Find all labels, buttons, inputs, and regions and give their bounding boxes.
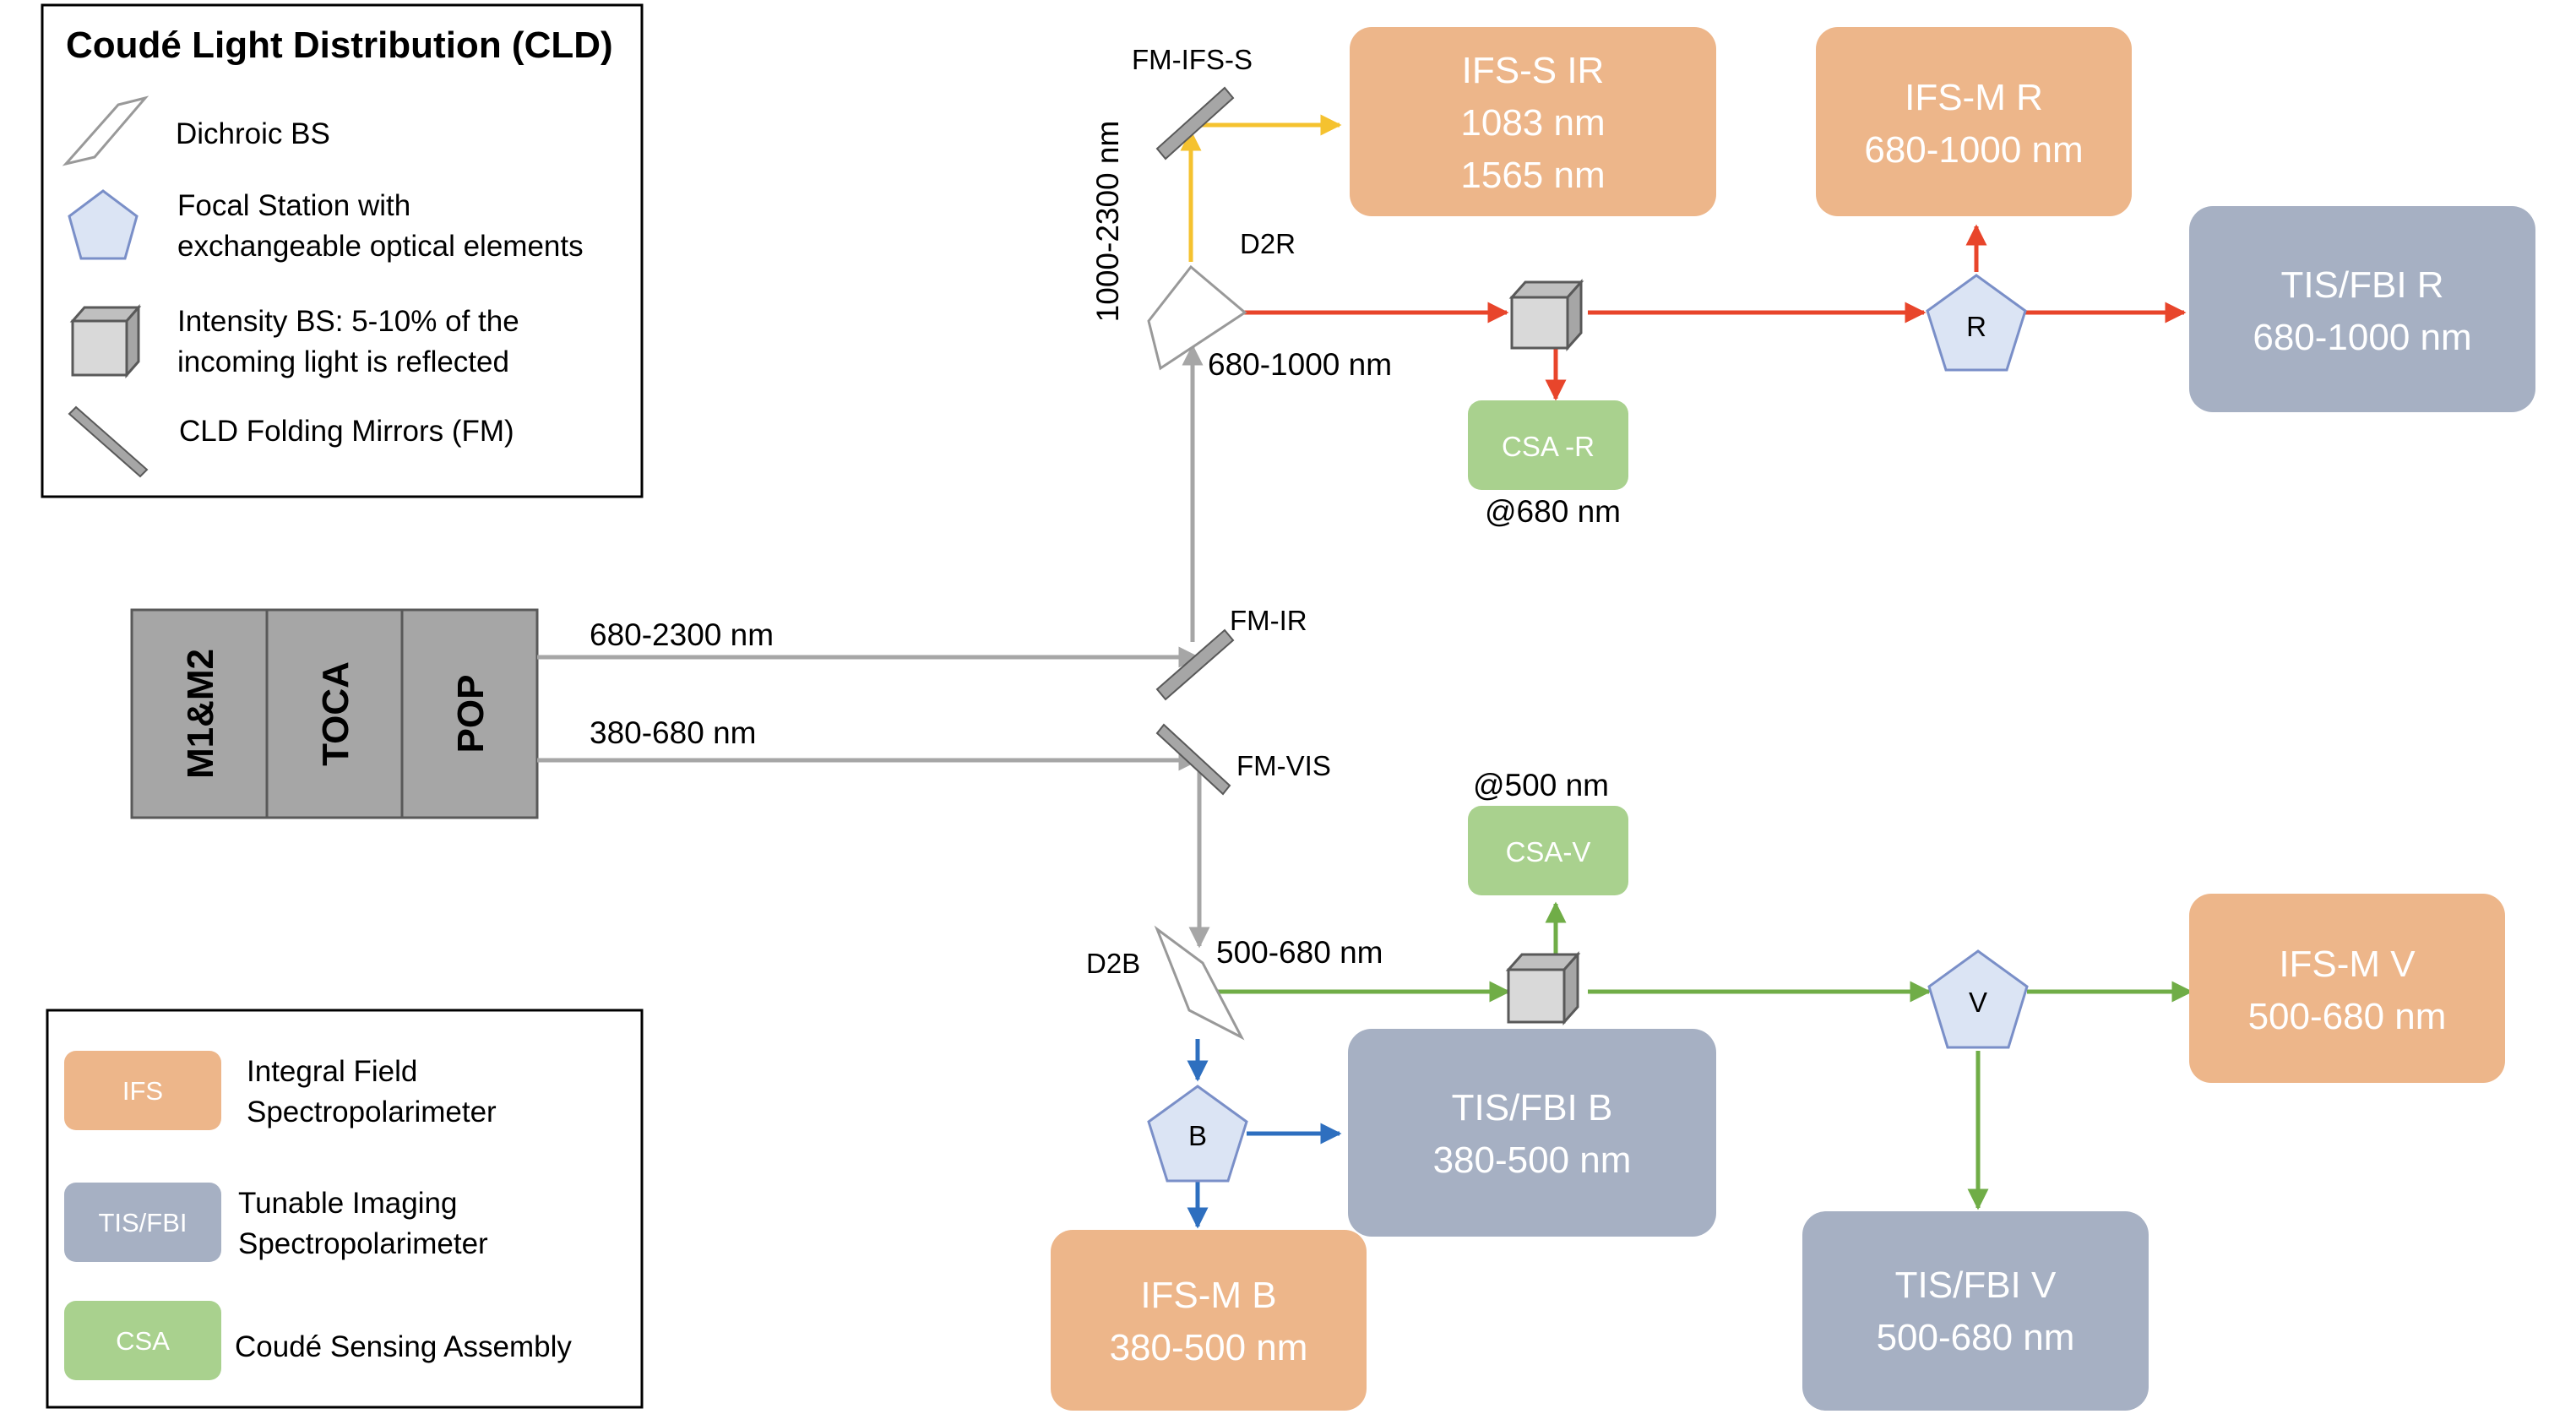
ifs-m-v-name: IFS-M V: [2279, 944, 2416, 985]
csa-v-wavelength: @500 nm: [1473, 768, 1609, 802]
blue-beams: [1187, 1039, 1342, 1229]
source-blocks: M1&M2 TOCA POP: [130, 608, 539, 819]
tis-fbi-b-wl: 380-500 nm: [1433, 1139, 1632, 1181]
tis-fbi-v-box: [1802, 1211, 2149, 1411]
swatch-tis: [64, 1183, 221, 1262]
tis-fbi-r-name: TIS/FBI R: [2280, 264, 2443, 306]
d2r-dichroic: [1147, 264, 1247, 371]
beam-vis-label: 380-680 nm: [590, 715, 756, 750]
fm-vis-label: FM-VIS: [1236, 750, 1331, 781]
fm-ifs-s-label: FM-IFS-S: [1132, 44, 1253, 75]
legend-top: Coudé Light Distribution (CLD) Dichroic …: [41, 3, 644, 498]
swatch-ifs-label: IFS: [122, 1076, 163, 1106]
legend-title: Coudé Light Distribution (CLD): [66, 24, 613, 66]
tis-fbi-r-wl: 680-1000 nm: [2253, 317, 2471, 358]
folding-mirror-icon: [68, 405, 149, 478]
tis-fbi-b-name: TIS/FBI B: [1452, 1087, 1613, 1128]
ifs-m-v-wl: 500-680 nm: [2248, 996, 2447, 1037]
swatch-ifs: [64, 1051, 221, 1130]
intensity-bs-green: [1505, 951, 1581, 1025]
tis-fbi-v-name: TIS/FBI V: [1895, 1264, 2057, 1306]
ifs-m-v-box: [2189, 894, 2505, 1083]
ifs-m-b-box: [1051, 1230, 1367, 1411]
block-pop: [400, 608, 539, 819]
legend-item-cube-2: incoming light is reflected: [177, 345, 509, 378]
csa-v-box: [1468, 806, 1628, 895]
swatch-csa-label: CSA: [116, 1326, 170, 1356]
legend-tis-1: Tunable Imaging: [238, 1187, 457, 1220]
d2b-label: D2B: [1086, 948, 1140, 979]
focal-station-b-label: B: [1188, 1120, 1207, 1151]
block-pop-label: POP: [450, 675, 492, 753]
legend-ifs-1: Integral Field: [247, 1055, 417, 1088]
swatch-csa: [64, 1301, 221, 1380]
legend-ifs-2: Spectropolarimeter: [247, 1096, 497, 1128]
focal-station-v: [1927, 949, 2029, 1049]
fm-ir-mirror: [1155, 628, 1235, 701]
intensity-bs-red: [1508, 279, 1584, 351]
focal-station-r-label: R: [1966, 311, 1986, 342]
dichroic-bs-icon: [62, 95, 149, 166]
ifs-m-b-name: IFS-M B: [1140, 1275, 1276, 1316]
pentagon-icon: [68, 189, 139, 260]
legend-item-mirror: CLD Folding Mirrors (FM): [179, 415, 514, 448]
ifs-m-r-name: IFS-M R: [1905, 77, 2043, 118]
legend-tis-2: Spectropolarimeter: [238, 1227, 488, 1260]
legend-item-cube-1: Intensity BS: 5-10% of the: [177, 305, 519, 338]
fm-vis-mirror: [1155, 723, 1231, 796]
fm-ir-label: FM-IR: [1230, 605, 1307, 636]
csa-r-name: CSA -R: [1502, 431, 1595, 462]
ifs-s-ir-wl2: 1565 nm: [1460, 155, 1605, 196]
ifs-m-r-wl: 680-1000 nm: [1864, 129, 2083, 171]
focal-station-r: [1926, 274, 2027, 372]
green-beams: [1211, 901, 2193, 1210]
beam-green-label: 500-680 nm: [1216, 935, 1383, 970]
ifs-s-ir-box: [1350, 27, 1716, 216]
cube-icon: [69, 304, 142, 378]
beam-ir-label: 680-2300 nm: [590, 617, 774, 652]
block-m1m2-label: M1&M2: [180, 649, 221, 779]
legend-bottom: IFS Integral Field Spectropolarimeter TI…: [46, 1009, 644, 1409]
tis-fbi-r-box: [2189, 206, 2535, 412]
tis-fbi-b-box: [1348, 1029, 1716, 1237]
block-m1m2: [130, 608, 269, 819]
ifs-s-ir-name: IFS-S IR: [1462, 50, 1605, 91]
d2r-label: D2R: [1240, 228, 1296, 259]
beam-red-label: 680-1000 nm: [1208, 347, 1392, 382]
tis-fbi-v-wl: 500-680 nm: [1877, 1317, 2075, 1358]
csa-v-name: CSA-V: [1506, 836, 1591, 867]
csa-r-wavelength: @680 nm: [1485, 494, 1621, 529]
legend-item-focal-2: exchangeable optical elements: [177, 230, 584, 263]
swatch-tis-label: TIS/FBI: [98, 1208, 187, 1237]
d2b-dichroic: [1154, 925, 1245, 1041]
red-beams: [1211, 224, 2187, 401]
legend-item-dichroic: Dichroic BS: [176, 117, 330, 150]
legend-csa-1: Coudé Sensing Assembly: [235, 1330, 572, 1363]
ifs-s-ir-wl1: 1083 nm: [1460, 102, 1605, 144]
focal-station-b: [1147, 1085, 1248, 1183]
block-toca: [265, 608, 404, 819]
gray-beams: [537, 344, 1210, 949]
csa-r-box: [1468, 400, 1628, 490]
ifs-m-b-wl: 380-500 nm: [1110, 1327, 1308, 1368]
focal-station-v-label: V: [1969, 987, 1987, 1018]
legend-item-focal-1: Focal Station with: [177, 189, 410, 222]
block-toca-label: TOCA: [315, 661, 356, 766]
fm-ifs-s-mirror: [1155, 86, 1235, 160]
beam-ir-long-label: 1000-2300 nm: [1090, 121, 1125, 323]
ifs-m-r-box: [1816, 27, 2132, 216]
